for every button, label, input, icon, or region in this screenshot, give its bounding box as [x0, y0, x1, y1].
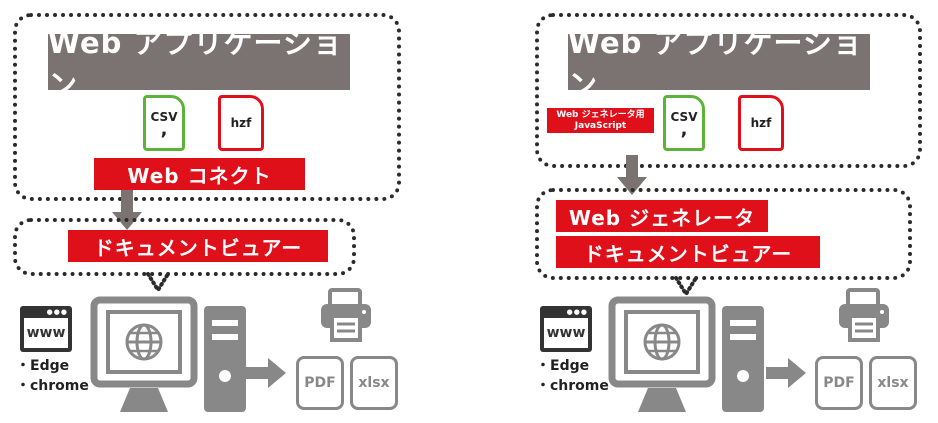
left-pdf-label: PDF	[304, 375, 336, 391]
right-browser-edge: ・Edge	[536, 358, 590, 374]
right-right-arrow-icon	[766, 358, 806, 388]
left-browser-edge: ・Edge	[16, 358, 70, 374]
left-xlsx-file-icon: xlsx	[350, 356, 398, 410]
left-computer-icon	[90, 296, 246, 412]
left-app-container	[13, 13, 401, 201]
comma-glyph: ,	[680, 119, 688, 140]
right-js-label-line2: JavaScript	[574, 120, 627, 131]
left-viewer-bar: ドキュメントビュアー	[68, 230, 328, 262]
left-www-label: www	[24, 318, 68, 348]
right-generator-callout	[535, 188, 912, 280]
right-browser-window-icon: ●●● www	[540, 306, 592, 352]
right-computer-icon	[608, 296, 764, 412]
right-js-label-line1: Web ジェネレータ用	[556, 109, 645, 120]
left-browser-list: ・Edge ・chrome	[16, 356, 89, 396]
left-browser-window-icon: ●●● www	[20, 306, 72, 352]
right-xlsx-file-icon: xlsx	[869, 356, 917, 410]
right-viewer-bar: ドキュメントビュアー	[556, 236, 820, 268]
left-app-title: Web アプリケーション	[48, 26, 350, 102]
left-printer-icon	[321, 288, 371, 342]
left-callout-pointer	[146, 272, 170, 294]
left-xlsx-label: xlsx	[358, 375, 390, 391]
left-browser-chrome: ・chrome	[16, 378, 89, 394]
right-js-file-box: Web ジェネレータ用 JavaScript	[547, 108, 654, 133]
right-callout-pointer	[674, 276, 698, 298]
right-pdf-file-icon: PDF	[815, 356, 863, 410]
right-browser-chrome: ・chrome	[536, 378, 609, 394]
left-csv-file-icon: CSV ,	[143, 95, 185, 151]
window-dots-icon: ●●●	[566, 308, 588, 316]
window-dots-icon: ●●●	[46, 308, 68, 316]
left-pdf-file-icon: PDF	[296, 356, 344, 410]
left-web-connect-bar: Web コネクト	[94, 158, 305, 190]
left-hzf-label: hzf	[230, 116, 252, 130]
right-www-label: www	[544, 318, 588, 348]
left-hzf-file-icon: hzf	[218, 95, 264, 151]
right-app-title: Web アプリケーション	[568, 26, 870, 102]
left-viewer-callout	[13, 218, 356, 276]
right-xlsx-label: xlsx	[877, 375, 909, 391]
right-pdf-label: PDF	[823, 375, 855, 391]
right-down-arrow-icon	[617, 155, 647, 195]
left-csv-label: CSV	[150, 110, 178, 124]
right-generator-bar: Web ジェネレータ	[556, 200, 768, 232]
right-browser-list: ・Edge ・chrome	[536, 356, 609, 396]
right-hzf-file-icon: hzf	[738, 95, 784, 151]
left-right-arrow-icon	[246, 358, 286, 388]
right-csv-file-icon: CSV ,	[663, 95, 705, 151]
comma-glyph: ,	[160, 119, 168, 140]
right-hzf-label: hzf	[750, 116, 772, 130]
right-printer-icon	[839, 288, 889, 342]
right-app-container	[535, 13, 922, 168]
right-csv-label: CSV	[670, 110, 698, 124]
